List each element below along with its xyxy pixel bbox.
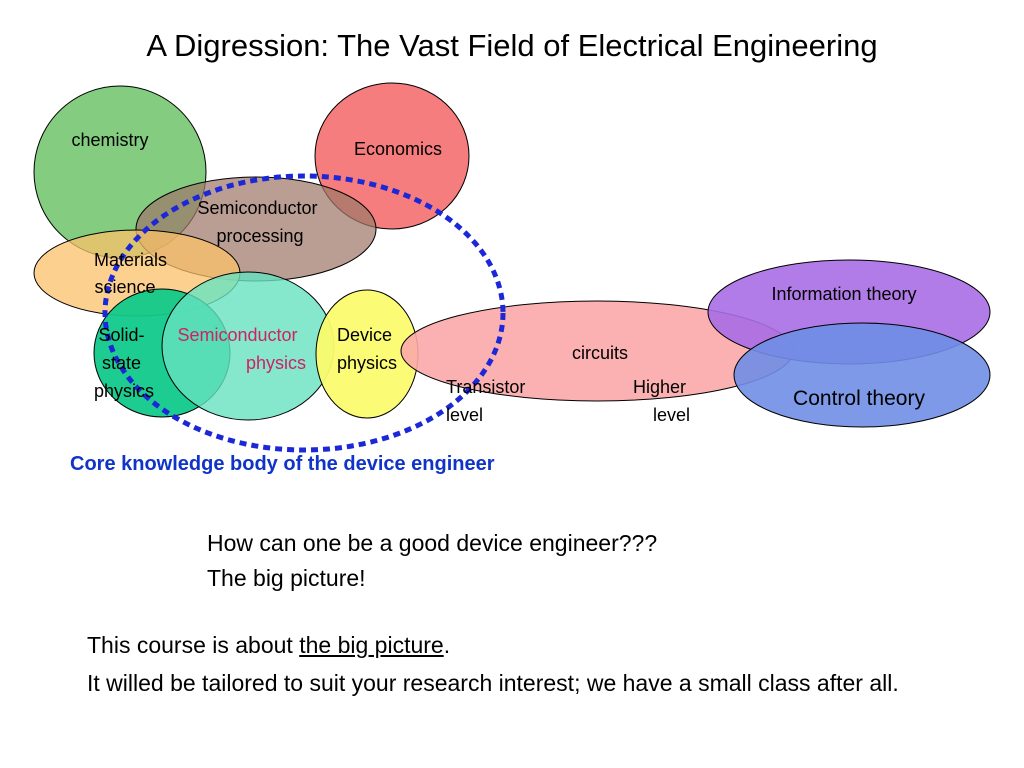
course-statement-line-2: It willed be tailored to suit your resea… <box>87 670 899 696</box>
control-theory-label: Control theory <box>793 387 925 410</box>
semiconductor-physics-label-line2: physics <box>246 353 306 373</box>
question-line-1: How can one be a good device engineer??? <box>207 530 658 556</box>
transistor-level-label: Transistor level <box>446 377 530 425</box>
slide-title: A Digression: The Vast Field of Electric… <box>146 28 878 63</box>
solid-state-physics-label-line1: Solid- <box>98 325 144 345</box>
core-knowledge-caption: Core knowledge body of the device engine… <box>70 453 495 475</box>
course-statement-suffix: . <box>443 632 451 658</box>
materials-science-label-line2: science <box>94 277 155 297</box>
core-knowledge-boundary <box>102 173 506 453</box>
device-physics-label-line2: physics <box>337 353 397 373</box>
big-picture-phrase: the big picture <box>299 632 444 658</box>
semiconductor-physics-bubble <box>161 271 335 421</box>
circuits-label: circuits <box>572 343 628 363</box>
course-statement-prefix: This course is about <box>87 632 300 658</box>
higher-level-label-line2: level <box>653 405 690 425</box>
solid-state-physics-label: Solid- state physics <box>94 325 154 401</box>
economics-bubble <box>314 82 470 230</box>
control-theory-bubble <box>733 322 991 428</box>
materials-science-label: Materials science <box>94 250 172 297</box>
higher-level-label-line1: Higher <box>633 377 686 397</box>
solid-state-physics-label-line2: state <box>102 353 141 373</box>
semiconductor-physics-label-line1: Semiconductor <box>177 325 297 345</box>
transistor-level-label-line2: level <box>446 405 483 425</box>
solid-state-physics-label-line3: physics <box>94 381 154 401</box>
materials-science-label-line1: Materials <box>94 250 167 270</box>
course-statement: This course is about the big picture. <box>87 632 450 659</box>
semiconductor-physics-label: Semiconductor physics <box>177 325 306 373</box>
device-physics-label-line1: Device <box>337 325 392 345</box>
semiconductor-processing-label: Semiconductor processing <box>197 198 322 246</box>
chemistry-label: chemistry <box>71 130 148 150</box>
transistor-level-label-line1: Transistor <box>446 377 525 397</box>
semiconductor-processing-label-line1: Semiconductor <box>197 198 317 218</box>
device-physics-label: Device physics <box>337 325 397 373</box>
information-theory-label: Information theory <box>771 284 916 304</box>
semiconductor-processing-label-line2: processing <box>216 226 303 246</box>
higher-level-label: Higher level <box>633 377 691 425</box>
economics-label: Economics <box>354 139 442 159</box>
question-line-2: The big picture! <box>207 565 366 591</box>
